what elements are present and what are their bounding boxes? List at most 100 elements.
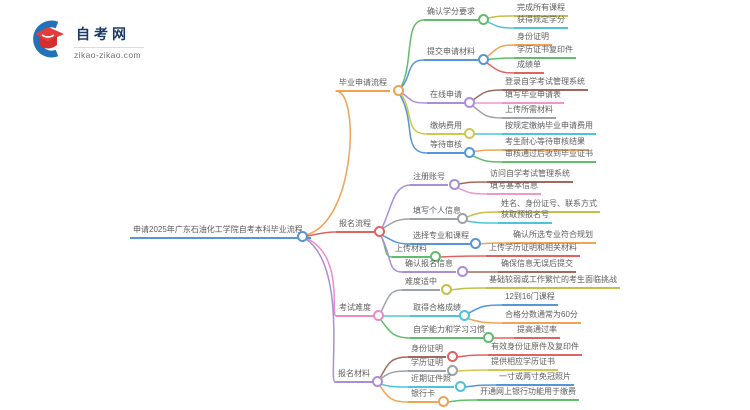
connector-b3-c0 bbox=[379, 356, 409, 379]
leaf-receive-diploma[interactable]: 审核通过后收到毕业证书 bbox=[502, 148, 596, 163]
node-confirm-registration-info[interactable]: 确认报名信息 bbox=[402, 258, 456, 273]
connector-b0-c1-l0 bbox=[486, 44, 515, 58]
node-pay-fees-toggle[interactable] bbox=[464, 128, 475, 139]
node-confirm-credit-requirements[interactable]: 确认学分要求 bbox=[424, 6, 478, 21]
branch-registration-materials[interactable]: 报名材料 bbox=[335, 368, 373, 383]
node-choose-major-courses-toggle[interactable] bbox=[470, 238, 481, 249]
branch-exam-difficulty-toggle[interactable] bbox=[373, 310, 384, 321]
root-node-toggle[interactable] bbox=[297, 231, 308, 242]
connector-b2-c0-l0 bbox=[450, 287, 487, 291]
node-choose-major-courses[interactable]: 选择专业和课程 bbox=[410, 230, 472, 245]
connector-b1-c2 bbox=[381, 234, 411, 245]
node-bank-card[interactable]: 银行卡 bbox=[408, 388, 438, 403]
node-bank-card-toggle[interactable] bbox=[438, 396, 449, 407]
node-pay-fees[interactable]: 缴纳费用 bbox=[427, 120, 465, 135]
branch-graduation-apply-process-toggle[interactable] bbox=[393, 85, 404, 96]
branch-registration-process[interactable]: 报名流程 bbox=[336, 218, 374, 233]
leaf-pass-score-60[interactable]: 合格分数通常为60分 bbox=[502, 309, 581, 324]
node-self-study-ability-toggle[interactable] bbox=[483, 332, 494, 343]
leaf-get-preregistration-number[interactable]: 获取预报名号 bbox=[498, 209, 552, 224]
node-upload-materials-toggle[interactable] bbox=[430, 251, 441, 262]
leaf-one-two-inch-photo[interactable]: 一寸或两寸免冠照片 bbox=[496, 371, 574, 386]
node-recent-photo[interactable]: 近期证件照 bbox=[408, 373, 454, 388]
leaf-wait-review-result[interactable]: 考生耐心等待审核结果 bbox=[502, 136, 588, 151]
leaf-12-16-courses[interactable]: 12到16门课程 bbox=[502, 291, 558, 306]
leaf-pay-graduation-fee[interactable]: 按规定缴纳毕业申请费用 bbox=[502, 120, 596, 135]
branch-registration-materials-toggle[interactable] bbox=[372, 376, 383, 387]
connector-b2-c1-l0 bbox=[468, 304, 503, 314]
node-fill-personal-info-toggle[interactable] bbox=[457, 213, 468, 224]
branch-registration-process-toggle[interactable] bbox=[374, 226, 385, 237]
connector-b3-c2-l0 bbox=[464, 384, 497, 388]
leaf-upload-required-materials[interactable]: 上传所需材料 bbox=[502, 104, 556, 119]
leaf-login-exam-system[interactable]: 登录自学考试管理系统 bbox=[502, 76, 588, 91]
leaf-name-id-contact[interactable]: 姓名、身份证号、联系方式 bbox=[498, 198, 600, 213]
node-register-account[interactable]: 注册账号 bbox=[410, 171, 448, 186]
connector-b1-c2-l0 bbox=[479, 242, 511, 245]
leaf-confirm-major-fits-plan[interactable]: 确认所选专业符合规划 bbox=[510, 229, 596, 244]
node-education-proof[interactable]: 学历证明 bbox=[408, 357, 446, 372]
connector-b0-c0-l0 bbox=[487, 15, 515, 19]
node-moderate-difficulty-toggle[interactable] bbox=[441, 284, 452, 295]
node-online-application[interactable]: 在线申请 bbox=[427, 89, 465, 104]
node-education-proof-toggle[interactable] bbox=[447, 365, 458, 376]
node-confirm-credit-requirements-toggle[interactable] bbox=[478, 14, 489, 25]
branch-graduation-apply-process[interactable]: 毕业申请流程 bbox=[336, 77, 390, 92]
leaf-improve-pass-rate[interactable]: 提高通过率 bbox=[514, 324, 560, 339]
node-register-account-toggle[interactable] bbox=[449, 179, 460, 190]
connector-b1-c4 bbox=[380, 235, 403, 273]
logo-title: 自考网 bbox=[76, 26, 130, 42]
node-submit-application-materials[interactable]: 提交申请材料 bbox=[424, 46, 478, 61]
graduation-cap-icon bbox=[33, 20, 64, 58]
connector-b1-c0 bbox=[381, 184, 411, 229]
node-wait-review[interactable]: 等待审核 bbox=[427, 139, 465, 154]
leaf-online-banking-for-payment[interactable]: 开通网上银行功能用于缴费 bbox=[477, 386, 579, 401]
node-submit-application-materials-toggle[interactable] bbox=[478, 54, 489, 65]
connector-root-b2 bbox=[305, 237, 337, 317]
leaf-diploma-copy[interactable]: 学历证书复印件 bbox=[514, 44, 576, 59]
node-recent-photo-toggle[interactable] bbox=[455, 381, 466, 392]
connector-b0-c2 bbox=[401, 92, 428, 104]
connector-b0-c1-l1 bbox=[487, 57, 515, 61]
leaf-visit-exam-system[interactable]: 访问自学考试管理系统 bbox=[487, 168, 573, 183]
leaf-fill-basic-info[interactable]: 填写基本信息 bbox=[487, 180, 541, 195]
leaf-id-original-copy[interactable]: 有效身份证原件及复印件 bbox=[488, 341, 582, 356]
node-self-study-ability[interactable]: 自学能力和学习习惯 bbox=[410, 324, 488, 339]
node-upload-materials[interactable]: 上传材料 bbox=[392, 243, 430, 258]
connector-b2-c1-l1 bbox=[468, 318, 503, 324]
leaf-transcript[interactable]: 成绩单 bbox=[514, 59, 544, 74]
leaf-fill-graduation-form[interactable]: 填写毕业申请表 bbox=[502, 89, 564, 104]
leaf-challenge-for-busy-students[interactable]: 基础较弱或工作繁忙的考生面临挑战 bbox=[486, 274, 620, 289]
connector-b2-c2 bbox=[380, 319, 411, 339]
leaf-ensure-info-correct[interactable]: 确保信息无误后提交 bbox=[498, 258, 576, 273]
connector-b3-c3-l0 bbox=[447, 399, 478, 403]
leaf-identity-proof[interactable]: 身份证明 bbox=[514, 31, 552, 46]
connector-b0-c4-l0 bbox=[473, 149, 503, 153]
connector-b2-c0 bbox=[380, 289, 403, 313]
node-wait-review-toggle[interactable] bbox=[464, 147, 475, 158]
connector-b0-c4-l1 bbox=[472, 155, 503, 163]
branch-exam-difficulty[interactable]: 考试难度 bbox=[336, 302, 374, 317]
leaf-upload-diploma-materials[interactable]: 上传学历证明和相关材料 bbox=[486, 242, 580, 257]
connector-b0-c4 bbox=[399, 94, 428, 154]
leaf-obtain-required-credits[interactable]: 获得规定学分 bbox=[514, 14, 568, 29]
node-pass-grades-toggle[interactable] bbox=[459, 310, 470, 321]
node-fill-personal-info[interactable]: 填写个人信息 bbox=[410, 205, 464, 220]
node-id-proof[interactable]: 身份证明 bbox=[408, 343, 446, 358]
logo-domain: zikao-zikao.com bbox=[74, 50, 141, 60]
root-node[interactable]: 申请2025年广东石油化工学院自考本科毕业流程 bbox=[130, 224, 311, 239]
connector-b3-c3 bbox=[379, 385, 409, 403]
node-pass-grades[interactable]: 取得合格成绩 bbox=[410, 302, 464, 317]
connector-root-b3 bbox=[305, 238, 336, 383]
node-confirm-registration-info-toggle[interactable] bbox=[457, 266, 468, 277]
node-id-proof-toggle[interactable] bbox=[447, 351, 458, 362]
node-online-application-toggle[interactable] bbox=[464, 97, 475, 108]
leaf-complete-all-courses[interactable]: 完成所有课程 bbox=[514, 2, 568, 17]
node-moderate-difficulty[interactable]: 难度适中 bbox=[402, 276, 440, 291]
leaf-provide-certificates[interactable]: 提供相应学历证书 bbox=[488, 356, 558, 371]
connector-b0-c1-l2 bbox=[486, 62, 515, 74]
site-logo[interactable]: 自考网 zikao-zikao.com bbox=[28, 18, 144, 60]
connector-b0-c0 bbox=[400, 19, 425, 88]
